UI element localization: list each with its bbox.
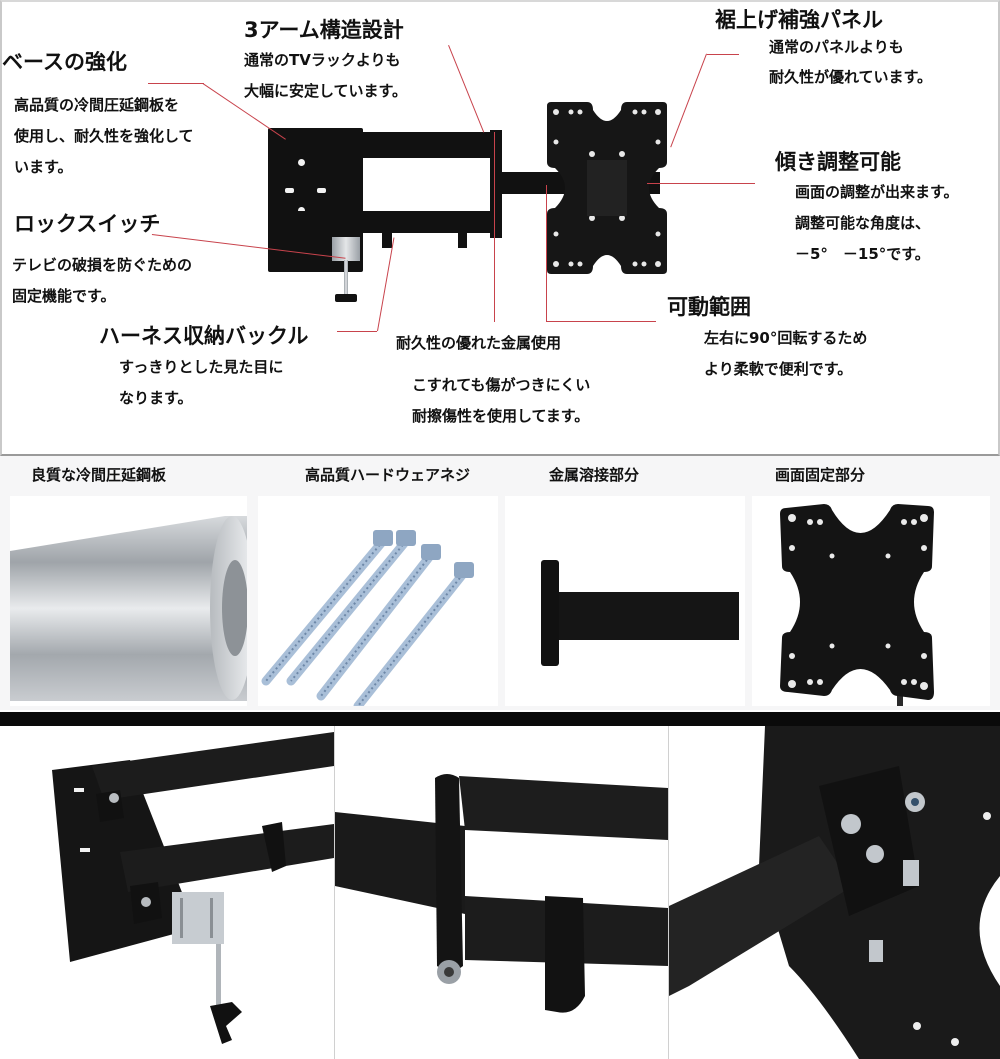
annotation-harness-line-2: なります。 bbox=[119, 389, 193, 407]
photo-separator bbox=[668, 726, 669, 1059]
detail-tilt-photo bbox=[669, 726, 1000, 1059]
plate-slot bbox=[285, 188, 294, 193]
screws-icon bbox=[261, 530, 474, 706]
feature-label-screen-mount: 画面固定部分 bbox=[775, 466, 866, 484]
harness-buckle bbox=[458, 230, 467, 248]
annotation-lock-line-1: テレビの破損を防ぐための bbox=[12, 256, 193, 274]
annotation-metal-line-2: 耐擦傷性を使用してます。 bbox=[412, 407, 590, 425]
vesa-plate-image bbox=[752, 496, 990, 706]
annotation-tilt-title: 傾き調整可能 bbox=[775, 150, 901, 174]
upper-arm bbox=[292, 132, 497, 158]
harness-buckle bbox=[382, 230, 392, 248]
annotation-panel-line-1: 通常のパネルよりも bbox=[769, 38, 904, 56]
feature-panels: 良質な冷間圧延鋼板 高品質ハードウェアネジ 金属溶接部分 画面固定部分 bbox=[0, 456, 1000, 710]
feature-label-steel: 良質な冷間圧延鋼板 bbox=[31, 466, 167, 484]
plate-slot bbox=[317, 188, 326, 193]
plate-hole bbox=[298, 159, 305, 166]
feature-label-weld: 金属溶接部分 bbox=[549, 466, 640, 484]
section-divider bbox=[0, 712, 1000, 726]
leader-line bbox=[337, 331, 377, 332]
weld-post bbox=[541, 560, 559, 666]
annotation-tilt-line-1: 画面の調整が出来ます。 bbox=[795, 183, 959, 201]
leader-line bbox=[707, 54, 739, 55]
annotation-arm-title: 3アーム構造設計 bbox=[244, 18, 404, 42]
detail-photos bbox=[0, 726, 1000, 1059]
leader-line bbox=[148, 83, 204, 84]
annotation-metal-line-1: こすれても傷がつきにくい bbox=[412, 376, 591, 394]
vesa-plate-icon bbox=[547, 102, 667, 274]
annotation-tilt-line-3: －5° －15°です。 bbox=[795, 245, 930, 263]
lock-switch-knob bbox=[335, 294, 357, 302]
lock-switch-rod bbox=[344, 260, 348, 296]
welded-arm-image bbox=[505, 496, 745, 706]
lower-arm bbox=[294, 211, 499, 233]
leader-line bbox=[670, 53, 707, 148]
annotation-base-title: ベースの強化 bbox=[2, 50, 127, 74]
annotated-product-diagram: ベースの強化 高品質の冷間圧延鋼板を 使用し、耐久性を強化して います。 3アー… bbox=[0, 0, 1000, 456]
annotation-arm-line-2: 大幅に安定しています。 bbox=[244, 82, 408, 100]
annotation-base-line-2: 使用し、耐久性を強化して bbox=[14, 127, 194, 145]
photo-separator bbox=[334, 726, 335, 1059]
annotation-swivel-title: 可動範囲 bbox=[667, 295, 751, 319]
leader-line bbox=[494, 132, 495, 322]
annotation-base-line-3: います。 bbox=[14, 158, 73, 176]
leader-line bbox=[448, 45, 485, 133]
tilt-bracket-closeup-icon bbox=[669, 726, 1000, 1059]
detail-hinge-photo bbox=[335, 726, 668, 1059]
weld-arm bbox=[559, 592, 739, 640]
hinge-post bbox=[490, 130, 502, 238]
annotation-lock-title: ロックスイッチ bbox=[14, 212, 161, 236]
arm-hinge-closeup-icon bbox=[335, 774, 668, 1013]
annotation-panel-line-2: 耐久性が優れています。 bbox=[769, 68, 933, 86]
annotation-panel-title: 裾上げ補強パネル bbox=[715, 8, 883, 32]
annotation-harness-title: ハーネス収納バックル bbox=[99, 324, 309, 348]
leader-line bbox=[546, 185, 547, 322]
leader-line bbox=[546, 321, 656, 322]
vesa-plate-icon bbox=[780, 504, 934, 706]
steel-coil-image bbox=[10, 496, 247, 706]
annotation-lock-line-2: 固定機能です。 bbox=[12, 287, 116, 305]
annotation-tilt-line-2: 調整可能な角度は、 bbox=[795, 214, 931, 232]
plate-hole bbox=[298, 207, 305, 214]
screws-image bbox=[258, 496, 498, 706]
annotation-harness-line-1: すっきりとした見た目に bbox=[119, 358, 284, 376]
detail-base-lock-photo bbox=[0, 726, 334, 1059]
leader-line bbox=[647, 183, 755, 184]
annotation-arm-line-1: 通常のTVラックよりも bbox=[244, 51, 401, 69]
annotation-base-line-1: 高品質の冷間圧延鋼板を bbox=[14, 96, 180, 114]
leader-line bbox=[377, 237, 395, 332]
base-plate-closeup-icon bbox=[52, 732, 334, 1044]
steel-coil-icon bbox=[10, 516, 247, 701]
annotation-swivel-line-1: 左右に90°回転するため bbox=[704, 329, 868, 347]
annotation-metal-title: 耐久性の優れた金属使用 bbox=[396, 334, 562, 352]
annotation-swivel-line-2: より柔軟で便利です。 bbox=[704, 360, 853, 378]
feature-label-screws: 高品質ハードウェアネジ bbox=[305, 466, 471, 484]
